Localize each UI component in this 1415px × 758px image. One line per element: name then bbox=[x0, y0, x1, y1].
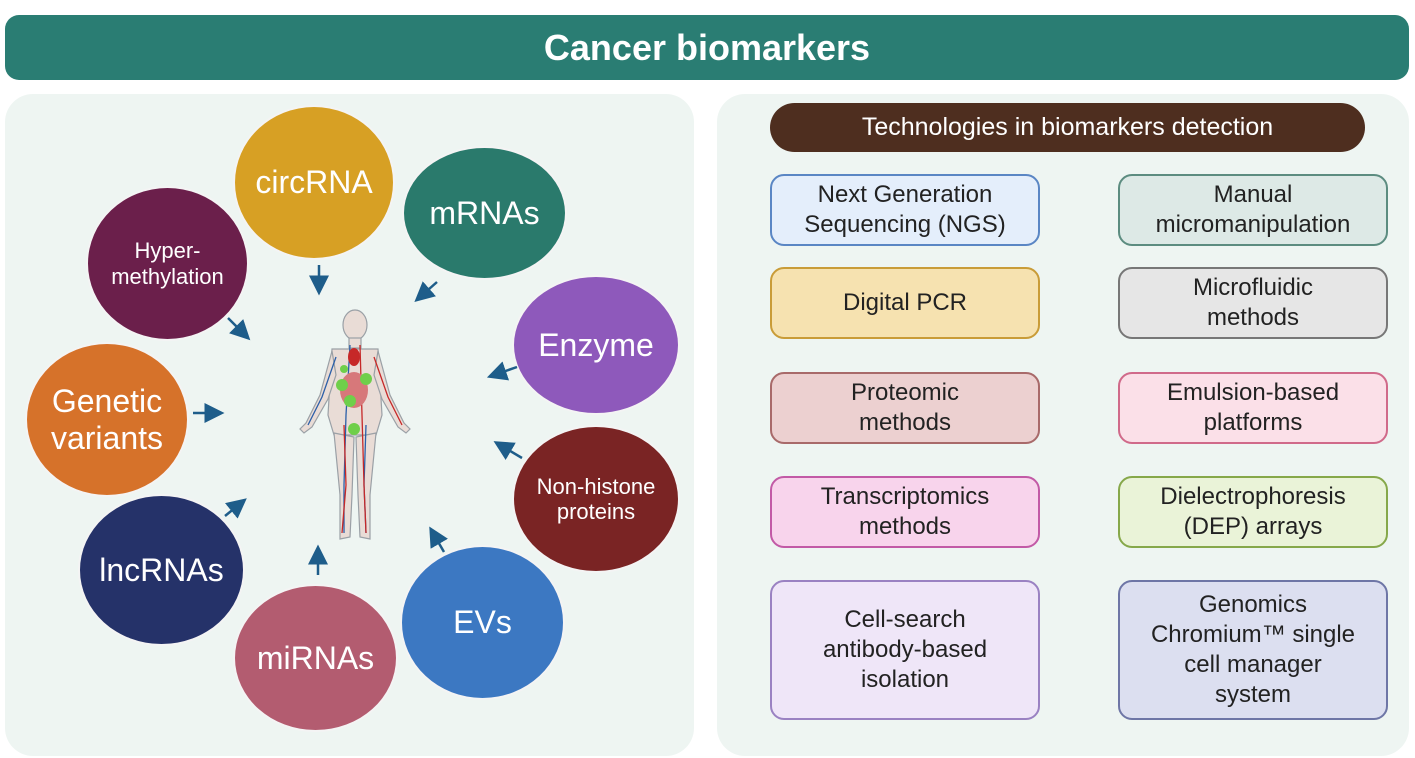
biomarker-mrnas: mRNAs bbox=[402, 146, 567, 280]
biomarker-hypermethylation: Hyper- methylation bbox=[86, 186, 249, 341]
tech-box-genomics-chromium: Genomics Chromium™ single cell manager s… bbox=[1118, 580, 1388, 720]
tech-box-digital-pcr: Digital PCR bbox=[770, 267, 1040, 339]
biomarker-label: EVs bbox=[453, 604, 512, 641]
tech-box-proteomic: Proteomic methods bbox=[770, 372, 1040, 444]
tech-box-manual-micromanipulation: Manual micromanipulation bbox=[1118, 174, 1388, 246]
technologies-header: Technologies in biomarkers detection bbox=[770, 103, 1365, 152]
biomarker-label: Hyper- methylation bbox=[111, 238, 224, 289]
tech-label: Transcriptomics methods bbox=[820, 483, 990, 540]
tech-label: Digital PCR bbox=[842, 289, 968, 316]
tech-label: Microfluidic methods bbox=[1192, 274, 1314, 331]
human-body-anatomy-icon bbox=[299, 309, 411, 540]
tech-box-microfluidic: Microfluidic methods bbox=[1118, 267, 1388, 339]
title-banner: Cancer biomarkers bbox=[5, 15, 1409, 80]
biomarker-label: Non-histone proteins bbox=[536, 473, 656, 524]
page-title: Cancer biomarkers bbox=[543, 26, 871, 68]
tech-label: Cell-search antibody-based isolation bbox=[822, 606, 988, 693]
tech-label: Manual micromanipulation bbox=[1155, 181, 1351, 238]
tech-label: Genomics Chromium™ single cell manager s… bbox=[1150, 591, 1356, 708]
tech-box-cell-search: Cell-search antibody-based isolation bbox=[770, 580, 1040, 720]
tech-box-emulsion: Emulsion-based platforms bbox=[1118, 372, 1388, 444]
biomarker-label: Enzyme bbox=[538, 326, 654, 363]
biomarker-evs: EVs bbox=[400, 545, 565, 700]
biomarker-label: miRNAs bbox=[256, 639, 375, 676]
tech-box-dielectrophoresis: Dielectrophoresis (DEP) arrays bbox=[1118, 476, 1388, 548]
biomarker-enzyme: Enzyme bbox=[512, 275, 680, 415]
biomarker-label: Genetic variants bbox=[50, 382, 164, 456]
tech-box-ngs: Next Generation Sequencing (NGS) bbox=[770, 174, 1040, 246]
technologies-header-label: Technologies in biomarkers detection bbox=[861, 113, 1274, 141]
tech-label: Proteomic methods bbox=[850, 379, 960, 436]
biomarker-genetic-variants: Genetic variants bbox=[25, 342, 189, 497]
tech-label: Emulsion-based platforms bbox=[1166, 379, 1340, 436]
biomarker-label: circRNA bbox=[255, 164, 373, 201]
biomarker-non-histone-proteins: Non-histone proteins bbox=[512, 425, 680, 573]
biomarker-lncrnas: lncRNAs bbox=[78, 494, 245, 646]
tech-label: Dielectrophoresis (DEP) arrays bbox=[1160, 483, 1346, 540]
biomarker-label: mRNAs bbox=[429, 194, 540, 231]
biomarker-label: lncRNAs bbox=[99, 551, 224, 588]
biomarker-circrna: circRNA bbox=[233, 105, 395, 260]
tech-label: Next Generation Sequencing (NGS) bbox=[804, 181, 1006, 238]
biomarker-mirnas: miRNAs bbox=[233, 584, 398, 732]
tech-box-transcriptomics: Transcriptomics methods bbox=[770, 476, 1040, 548]
